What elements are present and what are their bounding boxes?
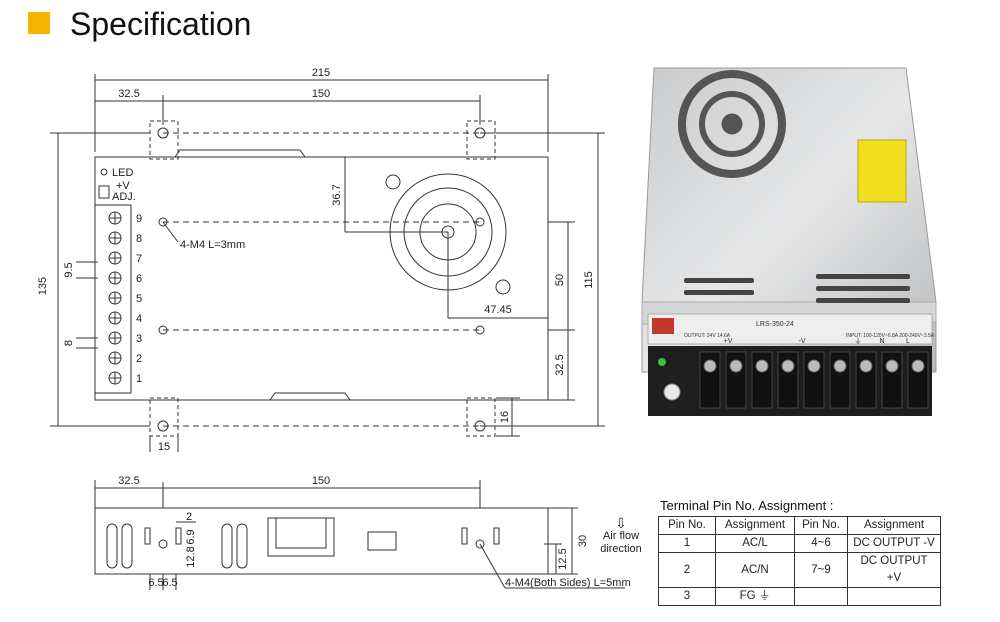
photo-output: OUTPUT: 24V 14.6A	[684, 333, 731, 339]
table-cell: 2	[658, 552, 716, 588]
table-cell: AC/L	[715, 534, 795, 553]
table-cell: 1	[658, 534, 716, 553]
table-cell	[794, 587, 848, 606]
terminal-screw-icon	[885, 359, 899, 373]
dim-mount-spacing: 150	[312, 88, 330, 100]
adj-potentiometer	[663, 383, 681, 401]
pin-assignment-table: Pin No. Assignment Pin No. Assignment 1 …	[658, 516, 941, 606]
table-row: 3 FG ⏚	[658, 587, 941, 606]
pin-table-title: Terminal Pin No. Assignment :	[660, 498, 834, 513]
terminal-number: 6	[136, 273, 142, 285]
table-cell: DC OUTPUT +V	[847, 552, 941, 588]
label-screw-side: 4-M4(Both Sides) L=5mm	[505, 577, 631, 589]
table-cell	[847, 587, 941, 606]
terminal-screw-icon	[755, 359, 769, 373]
photo-input: INPUT: 100-120V~6.8A 200-240V~3.5A	[846, 333, 935, 339]
table-header-cell: Assignment	[847, 516, 941, 535]
dim-term-pitch: 9.5	[63, 262, 75, 277]
terminal-screw-icon	[781, 359, 795, 373]
warning-label	[857, 139, 907, 203]
side-dim-slot-pos: 12.8	[185, 546, 197, 567]
photo-term-l: L	[906, 338, 910, 345]
dim-fan-offset: 36.7	[331, 184, 343, 205]
dim-fan-x: 47.45	[484, 304, 512, 316]
table-cell: AC/N	[715, 552, 795, 588]
terminal-screw-icon	[911, 359, 925, 373]
side-dim-height: 30	[577, 535, 589, 547]
side-view-drawing: 32.5 150 2 6.9 12.8 6.5 6.5 30 12.5 4-M4…	[94, 475, 631, 590]
terminal-screw-icon	[703, 359, 717, 373]
table-row: 2 AC/N 7~9 DC OUTPUT +V	[658, 552, 941, 588]
brand-logo	[652, 318, 674, 334]
table-header-row: Pin No. Assignment Pin No. Assignment	[658, 516, 941, 535]
label-vplus: +V	[116, 180, 130, 192]
dim-overall-width: 215	[312, 67, 330, 79]
led-indicator	[658, 358, 666, 366]
terminal-screw-icon	[729, 359, 743, 373]
airflow-arrow-icon: ⇩	[615, 515, 627, 531]
terminal-number: 1	[136, 373, 142, 385]
table-cell: 7~9	[794, 552, 848, 588]
terminal-number: 2	[136, 353, 142, 365]
photo-term-vminus: -V	[799, 338, 806, 345]
product-photo: LRS-350-24 OUTPUT: 24V 14.6A INPUT: 100-…	[641, 67, 937, 416]
terminal-number: 9	[136, 213, 142, 225]
table-cell: DC OUTPUT -V	[847, 534, 941, 553]
side-dim-hole-h: 12.5	[557, 548, 569, 569]
dim-mount-offset: 32.5	[118, 88, 139, 100]
table-row: 1 AC/L 4~6 DC OUTPUT -V	[658, 534, 941, 553]
terminal-number: 5	[136, 293, 142, 305]
fan-icon	[678, 70, 786, 178]
photo-term-vplus: +V	[724, 338, 733, 345]
terminal-screw-icon	[807, 359, 821, 373]
title-marker	[28, 12, 50, 34]
side-dim-mount-offset: 32.5	[118, 475, 139, 487]
dim-foot-depth: 16	[499, 411, 511, 423]
terminal-screw-icon	[833, 359, 847, 373]
terminal-screw-icon	[859, 359, 873, 373]
terminal-number: 3	[136, 333, 142, 345]
table-header-cell: Pin No.	[658, 516, 716, 535]
label-screw-top: 4-M4 L=3mm	[180, 239, 245, 251]
label-adj: ADJ.	[112, 191, 136, 203]
label-led: LED	[112, 167, 133, 179]
table-cell: FG ⏚	[715, 587, 795, 606]
table-cell: 4~6	[794, 534, 848, 553]
dim-hole-spacing-v: 50	[554, 274, 566, 286]
dim-foot-width: 15	[158, 441, 170, 453]
side-dim-slot-h: 6.9	[185, 529, 197, 544]
photo-term-fg: ⏚	[855, 337, 862, 345]
airflow-label: Air flow direction	[600, 530, 642, 555]
airflow-indicator: ⇩ Air flow direction	[596, 516, 646, 556]
terminal-number: 8	[136, 233, 142, 245]
side-dim-hole-a: 6.5	[148, 577, 163, 589]
photo-term-n: N	[879, 338, 884, 345]
side-dim-mount-spacing: 150	[312, 475, 330, 487]
dim-bottom-offset: 32.5	[554, 354, 566, 375]
terminal-number: 4	[136, 313, 142, 325]
side-dim-slot-w: 2	[186, 511, 192, 523]
side-dim-hole-b: 6.5	[162, 577, 177, 589]
page-title: Specification	[70, 6, 252, 42]
dim-mount-spacing-v: 115	[583, 271, 595, 289]
dim-term-width: 8	[63, 340, 75, 346]
photo-model: LRS-350-24	[756, 321, 794, 328]
terminal-number: 7	[136, 253, 142, 265]
table-header-cell: Pin No.	[794, 516, 848, 535]
table-cell: 3	[658, 587, 716, 606]
top-view-drawing: 215 32.5 150 135 36.7 50 115 47.45 32.5 …	[37, 67, 605, 453]
table-header-cell: Assignment	[715, 516, 795, 535]
dim-height: 135	[37, 277, 49, 295]
